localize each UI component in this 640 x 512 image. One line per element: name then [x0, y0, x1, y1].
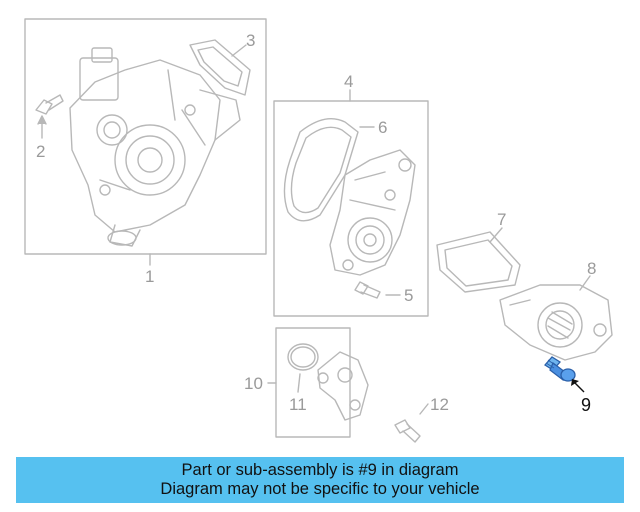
callout-9-arrow [573, 381, 585, 393]
bolt-part-12-drawing [394, 419, 421, 443]
callout-12: 12 [430, 395, 449, 414]
callout-1: 1 [145, 267, 154, 286]
callout-6: 6 [378, 118, 387, 137]
o-ring-part-11-drawing [287, 343, 319, 371]
bolt-part-9-highlighted [544, 356, 576, 382]
water-pump-part-drawing [329, 149, 416, 276]
banner-line-disclaimer: Diagram may not be specific to your vehi… [160, 480, 480, 498]
gasket-part-3-drawing [189, 39, 251, 96]
pump-gasket-part-6-drawing [283, 118, 359, 222]
housing-part-8-drawing [499, 284, 613, 361]
callout-8: 8 [587, 259, 596, 278]
info-banner: Part or sub-assembly is #9 in diagram Di… [16, 457, 624, 503]
callout-5: 5 [404, 286, 413, 305]
callout-12-arrow [419, 403, 429, 415]
pump-housing-drawing [69, 47, 241, 247]
banner-line-part-number: Part or sub-assembly is #9 in diagram [181, 461, 459, 479]
callout-3-arrow [231, 44, 247, 57]
bolt-part-5-drawing [354, 281, 381, 299]
callout-4: 4 [344, 72, 353, 91]
bolt-part-2-drawing [35, 94, 64, 115]
callout-3: 3 [246, 31, 255, 50]
group-4-frame [273, 100, 429, 317]
group-1-frame [24, 18, 267, 255]
flange-part-drawing [317, 351, 369, 421]
callout-7: 7 [497, 210, 506, 229]
callout-8-leader [579, 275, 591, 291]
callout-11: 11 [289, 395, 307, 414]
callout-7-arrow [489, 227, 503, 243]
callout-10: 10 [244, 374, 263, 393]
seal-part-7-drawing [436, 231, 521, 293]
callout-2: 2 [36, 142, 45, 161]
callout-9: 9 [581, 395, 591, 415]
callout-11-arrow [297, 373, 301, 393]
group-10-frame [275, 327, 351, 438]
